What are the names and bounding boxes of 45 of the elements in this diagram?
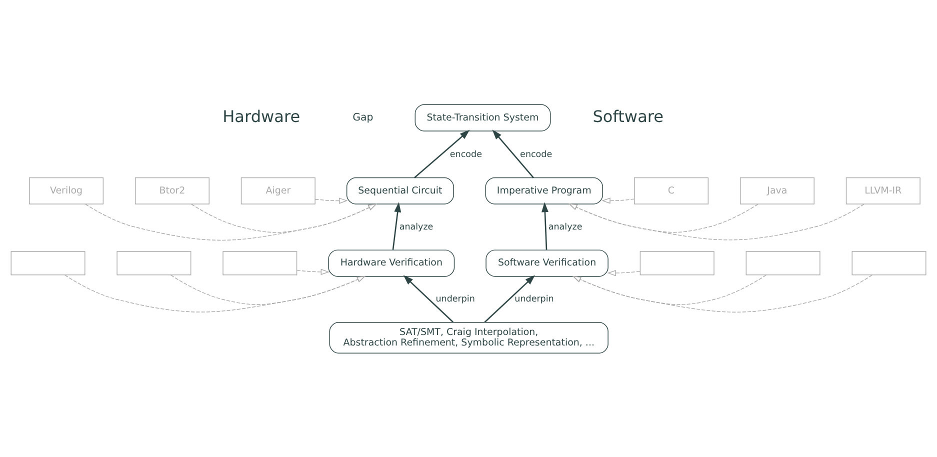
arrow <box>314 198 348 204</box>
arrow <box>568 204 758 233</box>
label: Hardware <box>222 106 300 126</box>
arrow <box>492 130 534 178</box>
node-box <box>116 251 192 276</box>
node-box: Hardware Verification <box>328 250 455 277</box>
node-box <box>222 251 298 276</box>
node-box: C <box>634 177 709 204</box>
node-box <box>746 251 820 276</box>
arrow <box>170 274 366 305</box>
node-box <box>640 251 714 276</box>
arrow <box>541 202 548 250</box>
arrow <box>190 204 377 233</box>
node-box <box>10 251 86 276</box>
arrow <box>607 270 640 276</box>
edge-label: underpin <box>436 294 475 305</box>
edge-label: encode <box>520 150 552 160</box>
arrow <box>392 202 402 250</box>
arrow <box>572 274 767 305</box>
node-box: Java <box>740 177 814 204</box>
arrow <box>296 268 330 275</box>
node-box: Verilog <box>29 177 104 204</box>
edge-label: analyze <box>399 222 434 232</box>
edge-label: encode <box>450 150 482 160</box>
edge-label: analyze <box>548 222 582 232</box>
node-box: Software Verification <box>486 250 608 277</box>
edge-label: underpin <box>514 294 554 305</box>
node-box: Sequential Circuit <box>346 177 454 204</box>
arrow <box>568 204 864 240</box>
arrow <box>64 274 366 312</box>
arrow <box>403 275 454 323</box>
node-box: State-Transition System <box>414 104 551 132</box>
node-box: Aiger <box>240 177 316 204</box>
node-box: LLVM-IR <box>846 177 920 204</box>
node-box <box>852 251 926 276</box>
arrow <box>602 198 635 204</box>
arrow <box>484 275 536 323</box>
node-box: Imperative Program <box>485 177 603 204</box>
arrow <box>572 274 873 312</box>
node-box: SAT/SMT, Craig Interpolation, Abstraction Refinement, Symbolic Representation, ... <box>329 322 608 354</box>
node-box: Btor2 <box>134 177 210 204</box>
arrow <box>85 204 377 241</box>
arrow <box>414 130 470 178</box>
label: Gap <box>352 112 374 124</box>
label: Software <box>592 106 664 126</box>
